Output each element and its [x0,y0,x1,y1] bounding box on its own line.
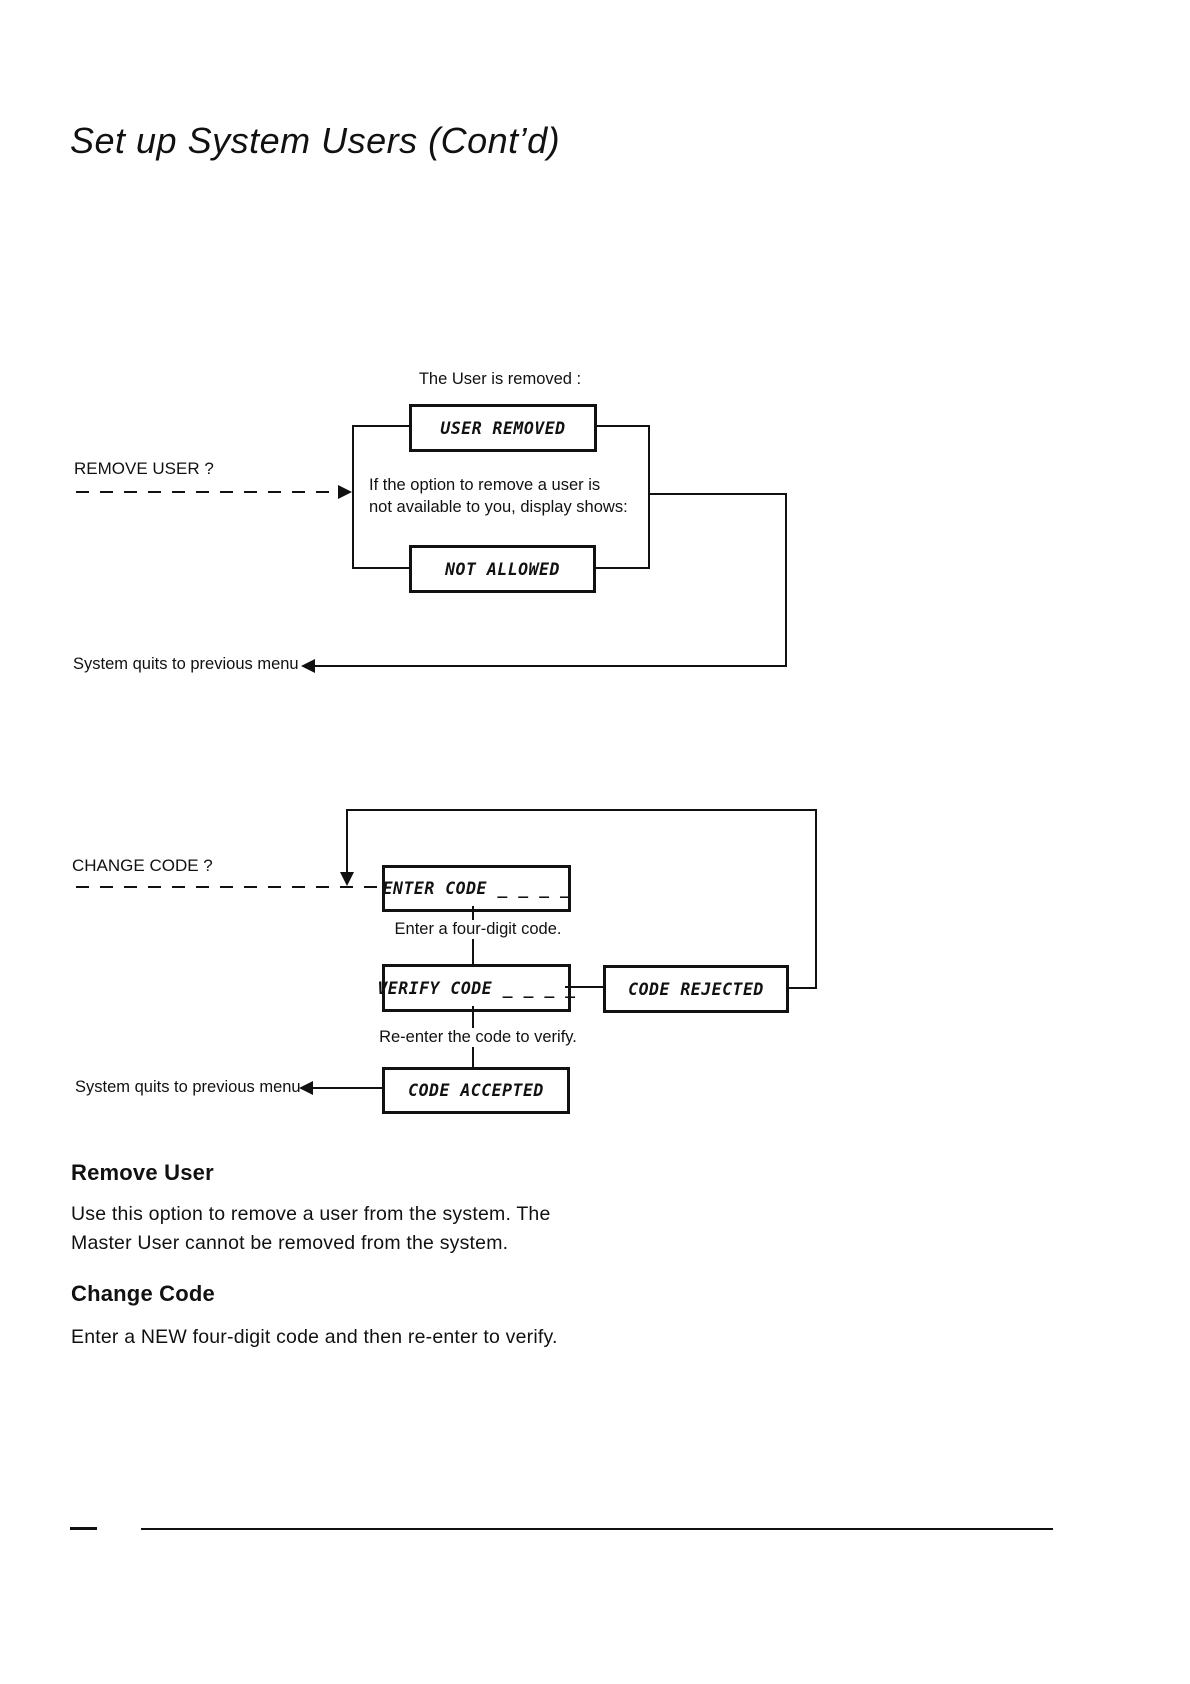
section-body-remove-user: Use this option to remove a user from th… [71,1200,551,1258]
connector-line [783,987,817,989]
connector-line [785,493,787,667]
body-line: Master User cannot be removed from the s… [71,1232,509,1254]
arrowhead-right-icon [338,485,352,499]
connector-line [309,665,787,667]
connector-line [815,809,817,989]
menu-label-change-code: CHANGE CODE ? [72,856,213,875]
display-box-user-removed: USER REMOVED [409,404,597,452]
note-line: not available to you, display shows: [369,498,628,516]
display-text: ENTER CODE _ _ _ _ [382,879,571,898]
section-body-change-code: Enter a NEW four-digit code and then re-… [71,1323,558,1352]
footer-page-dash [70,1527,97,1530]
dashed-connector [76,886,380,888]
verify-code-hint: Re-enter the code to verify. [342,1028,614,1047]
body-line: Enter a NEW four-digit code and then re-… [71,1326,558,1348]
display-text: VERIFY CODE _ _ _ _ [377,978,576,998]
display-text: NOT ALLOWED [445,559,560,579]
display-box-not-allowed: NOT ALLOWED [409,545,596,593]
display-box-code-rejected: CODE REJECTED [603,965,789,1013]
display-box-enter-code: ENTER CODE _ _ _ _ [382,865,571,912]
footer-rule [141,1528,1053,1530]
connector-line [346,809,817,811]
remove-user-note: If the option to remove a user is not av… [369,474,628,518]
menu-label-remove-user: REMOVE USER ? [74,459,214,478]
display-text: USER REMOVED [440,418,566,438]
note-line: If the option to remove a user is [369,476,601,494]
section-heading-remove-user: Remove User [71,1160,214,1185]
connector-line [565,986,603,988]
section-heading-change-code: Change Code [71,1281,215,1306]
arrowhead-left-icon [299,1081,313,1095]
display-box-code-accepted: CODE ACCEPTED [382,1067,570,1114]
connector-line [648,493,787,495]
page-title: Set up System Users (Cont’d) [70,120,561,161]
body-line: Use this option to remove a user from th… [71,1203,551,1225]
connector-line [346,809,348,874]
arrowhead-down-icon [340,872,354,886]
connector-line [307,1087,382,1089]
arrowhead-left-icon [301,659,315,673]
dashed-connector [76,491,338,493]
display-text: CODE ACCEPTED [408,1081,544,1100]
user-removed-caption: The User is removed : [418,370,582,388]
quit-label: System quits to previous menu [73,655,299,673]
display-box-verify-code: VERIFY CODE _ _ _ _ [377,964,575,1012]
quit-label: System quits to previous menu [75,1078,301,1096]
display-text: CODE REJECTED [628,979,764,999]
enter-code-hint: Enter a four-digit code. [352,920,604,939]
